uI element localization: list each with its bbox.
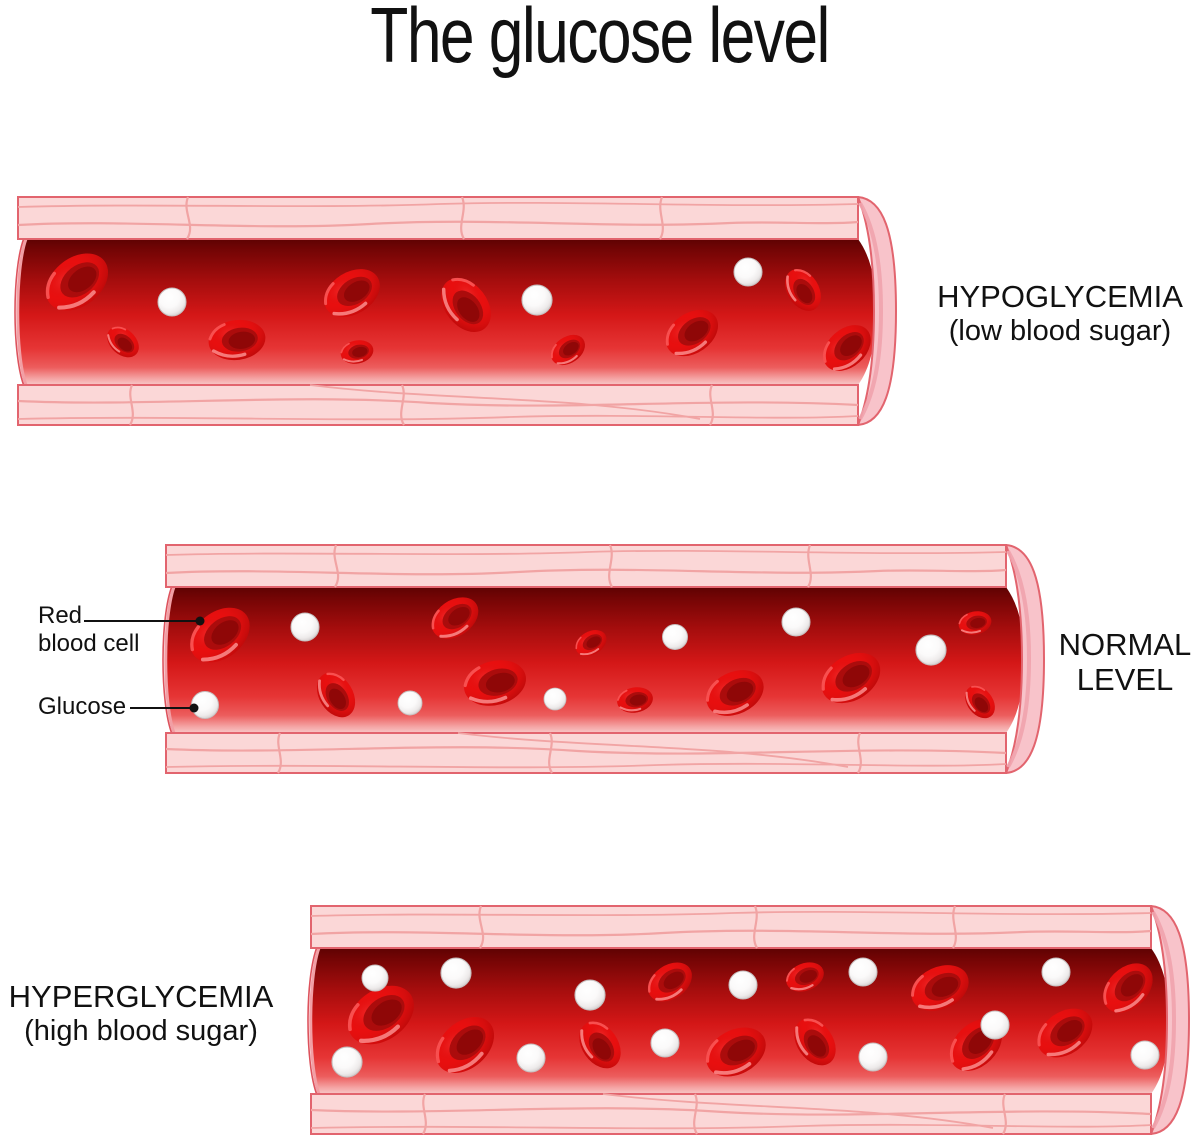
glucose-molecule [781,607,811,637]
vessel-wall [161,543,1026,775]
label-normal-level: NORMAL LEVEL [1054,627,1196,697]
vessel-hypoglycemia [13,195,898,427]
label-hyperglycemia-subtitle: (high blood sugar) [24,1014,258,1047]
glucose-molecule [858,1042,888,1072]
page-title-text: The glucose level [370,0,831,79]
callout-rbc-line2: blood cell [38,630,140,658]
label-normal-line2: LEVEL [1076,661,1174,697]
callout-glucose-text: Glucose [38,693,127,720]
label-hypoglycemia: HYPOGLYCEMIA (low blood sugar) [924,279,1196,347]
glucose-molecule [728,970,758,1000]
label-hyperglycemia-title: HYPERGLYCEMIA [8,979,274,1014]
glucose-molecule [915,634,947,666]
glucose-molecule [543,687,567,711]
glucose-molecule [574,979,606,1011]
glucose-molecule [733,257,763,287]
glucose-molecule [650,1028,680,1058]
label-hyperglycemia: HYPERGLYCEMIA (high blood sugar) [0,979,282,1047]
glucose-molecule [290,612,320,642]
glucose-molecule [1041,957,1071,987]
glucose-molecule [397,690,423,716]
glucose-molecule [190,690,220,720]
glucose-molecule [1130,1040,1160,1070]
glucose-molecule [157,287,187,317]
vessel-normal [161,543,1046,775]
glucose-molecule [440,957,472,989]
glucose-molecule [521,284,553,316]
glucose-molecule [848,957,878,987]
glucose-molecule [516,1043,546,1073]
vessel-hyperglycemia [306,904,1191,1136]
callout-red-blood-cell: Red blood cell [38,602,139,659]
glucose-molecule [980,1010,1010,1040]
glucose-molecule [361,964,389,992]
page-title: The glucose level [0,0,1200,74]
label-hypoglycemia-title: HYPOGLYCEMIA [937,279,1183,314]
glucose-molecule [331,1046,363,1078]
callout-rbc-line1: Red [38,602,83,629]
label-normal-line1: NORMAL [1058,627,1192,662]
glucose-molecule [662,624,688,650]
vessel-wall [306,904,1171,1136]
label-hypoglycemia-subtitle: (low blood sugar) [948,314,1172,347]
callout-glucose: Glucose [38,693,126,721]
